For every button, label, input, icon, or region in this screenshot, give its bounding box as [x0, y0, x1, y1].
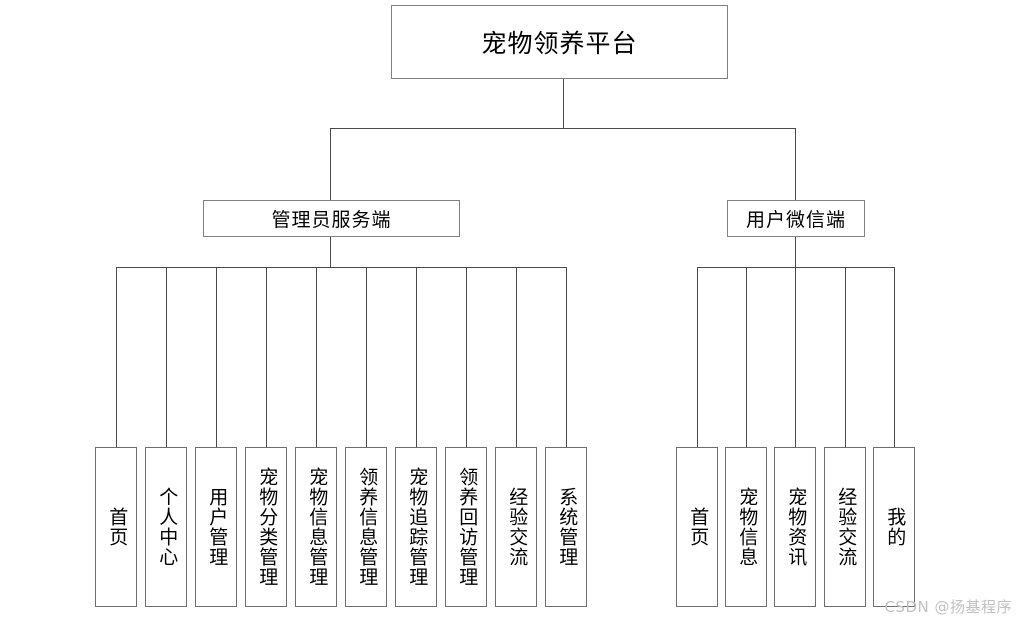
node-user-leaf-pet-news[interactable]: 宠物资讯: [774, 447, 816, 607]
watermark: CSDN @扬基程序: [884, 598, 1012, 616]
connector-admin-drop-3: [216, 267, 217, 447]
node-user-leaf-mine[interactable]: 我的: [873, 447, 915, 607]
node-admin-leaf-experience-exchange[interactable]: 经验交流: [495, 447, 537, 607]
connector-user-drop-2: [746, 267, 747, 447]
connector-admin-drop-9: [516, 267, 517, 447]
connector-admin-drop-2: [166, 267, 167, 447]
node-user-leaf-pet-news-label: 宠物资讯: [785, 487, 807, 567]
connector-level2-drop-left: [330, 128, 331, 200]
node-admin-leaf-adoption-info-management[interactable]: 领养信息管理: [345, 447, 387, 607]
connector-level2-bus: [330, 128, 796, 129]
connector-user-drop-3: [795, 267, 796, 447]
connector-level2-drop-right: [795, 128, 796, 200]
node-user-wechat[interactable]: 用户微信端: [727, 200, 865, 237]
node-admin-service-label: 管理员服务端: [271, 210, 392, 231]
node-admin-leaf-pet-tracking-management[interactable]: 宠物追踪管理: [395, 447, 437, 607]
node-admin-leaf-pet-category-management-label: 宠物分类管理: [256, 467, 278, 587]
connector-admin-bus: [116, 267, 566, 268]
connector-user-bus: [697, 267, 895, 268]
node-user-leaf-home-label: 首页: [687, 507, 709, 547]
connector-user-stem: [795, 237, 796, 267]
node-user-wechat-label: 用户微信端: [745, 210, 846, 231]
connector-admin-drop-1: [116, 267, 117, 447]
node-admin-leaf-adoption-info-management-label: 领养信息管理: [356, 467, 378, 587]
node-admin-leaf-home[interactable]: 首页: [95, 447, 137, 607]
node-admin-leaf-adoption-revisit-management-label: 领养回访管理: [456, 467, 478, 587]
node-admin-leaf-pet-category-management[interactable]: 宠物分类管理: [245, 447, 287, 607]
node-admin-leaf-pet-info-management-label: 宠物信息管理: [306, 467, 328, 587]
node-admin-leaf-experience-exchange-label: 经验交流: [506, 487, 528, 567]
node-user-leaf-mine-label: 我的: [884, 507, 906, 547]
connector-admin-drop-10: [566, 267, 567, 447]
connector-admin-drop-8: [466, 267, 467, 447]
node-root-label: 宠物领养平台: [481, 30, 638, 58]
node-user-leaf-home[interactable]: 首页: [676, 447, 718, 607]
node-admin-service[interactable]: 管理员服务端: [203, 200, 460, 237]
node-root[interactable]: 宠物领养平台: [391, 5, 728, 79]
node-user-leaf-pet-info-label: 宠物信息: [736, 487, 758, 567]
connector-root-stem: [563, 79, 564, 128]
connector-user-drop-4: [845, 267, 846, 447]
connector-user-drop-5: [894, 267, 895, 447]
connector-admin-drop-6: [366, 267, 367, 447]
node-admin-leaf-pet-info-management[interactable]: 宠物信息管理: [295, 447, 337, 607]
connector-admin-stem: [330, 237, 331, 267]
node-admin-leaf-system-management-label: 系统管理: [556, 487, 578, 567]
node-admin-leaf-personal-center[interactable]: 个人中心: [145, 447, 187, 607]
node-user-leaf-experience-exchange[interactable]: 经验交流: [824, 447, 866, 607]
node-admin-leaf-system-management[interactable]: 系统管理: [545, 447, 587, 607]
connector-admin-drop-4: [266, 267, 267, 447]
node-admin-leaf-user-management[interactable]: 用户管理: [195, 447, 237, 607]
node-admin-leaf-user-management-label: 用户管理: [206, 487, 228, 567]
node-user-leaf-pet-info[interactable]: 宠物信息: [725, 447, 767, 607]
node-admin-leaf-home-label: 首页: [106, 507, 128, 547]
node-user-leaf-experience-exchange-label: 经验交流: [835, 487, 857, 567]
connector-user-drop-1: [697, 267, 698, 447]
node-admin-leaf-adoption-revisit-management[interactable]: 领养回访管理: [445, 447, 487, 607]
node-admin-leaf-personal-center-label: 个人中心: [156, 487, 178, 567]
connector-admin-drop-7: [416, 267, 417, 447]
node-admin-leaf-pet-tracking-management-label: 宠物追踪管理: [406, 467, 428, 587]
connector-admin-drop-5: [316, 267, 317, 447]
